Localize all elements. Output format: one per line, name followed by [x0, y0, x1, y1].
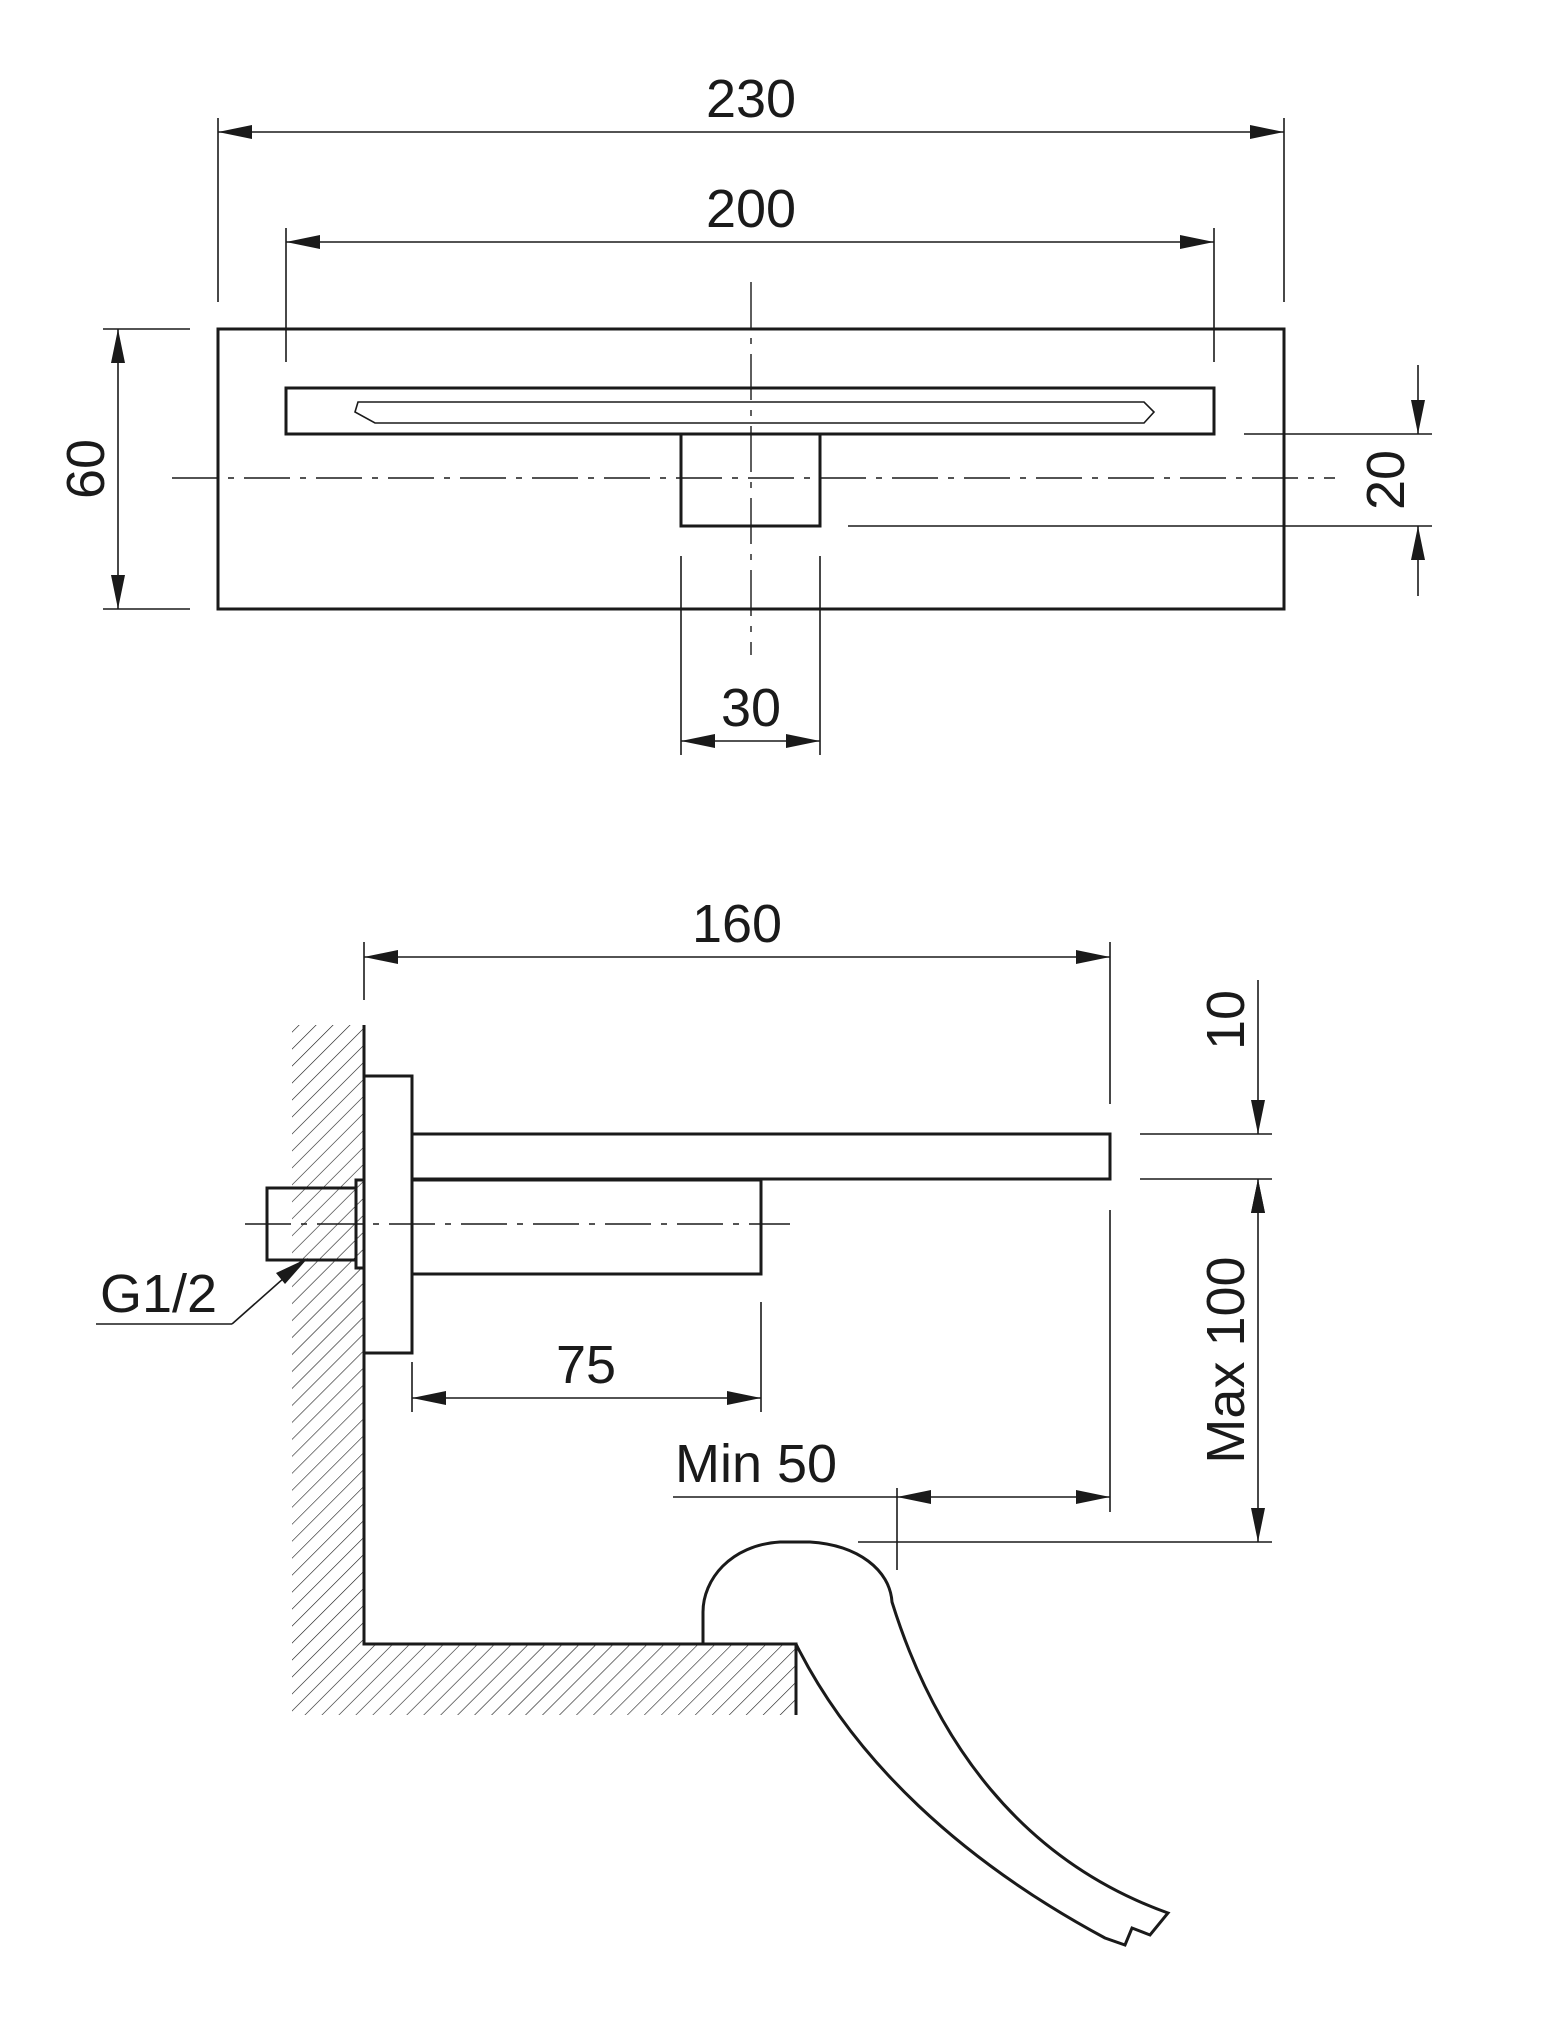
- wall-plate: [362, 1074, 414, 1355]
- top-view: 230 200 60 20: [56, 69, 1432, 755]
- dim-30-label: 30: [721, 678, 781, 738]
- side-view: G1/2 160 10 Max 100: [96, 894, 1272, 1947]
- dim-200: 200: [285, 179, 1215, 362]
- spout-body: [410, 1178, 763, 1276]
- dim-min-50-label: Min 50: [675, 1434, 837, 1494]
- dim-20-label: 20: [1356, 450, 1416, 510]
- dim-200-label: 200: [706, 179, 796, 239]
- dim-max-100-label: Max 100: [1196, 1256, 1256, 1463]
- dim-min-50: Min 50: [673, 1434, 1110, 1570]
- dim-230-label: 230: [706, 69, 796, 129]
- basin-rim: [701, 1540, 1171, 1947]
- thread-leader: G1/2: [96, 1258, 308, 1325]
- dim-60-label: 60: [56, 439, 116, 499]
- dim-20: 20: [848, 365, 1432, 596]
- dim-10-label: 10: [1196, 990, 1256, 1050]
- dim-max-100: Max 100: [858, 1179, 1272, 1543]
- dim-230: 230: [217, 69, 1285, 302]
- thread-label: G1/2: [100, 1264, 217, 1324]
- dim-75: 75: [411, 1302, 762, 1412]
- dim-75-label: 75: [556, 1335, 616, 1395]
- dim-160-label: 160: [692, 894, 782, 954]
- dim-160: 160: [363, 894, 1111, 1104]
- dim-10: 10: [1140, 980, 1272, 1213]
- dim-30: 30: [680, 556, 821, 755]
- top-slot-inner: [354, 401, 1156, 424]
- dim-60: 60: [56, 328, 190, 610]
- wall-section: [292, 1025, 796, 1715]
- top-slot: [284, 386, 1216, 436]
- spout-blade: [410, 1132, 1112, 1181]
